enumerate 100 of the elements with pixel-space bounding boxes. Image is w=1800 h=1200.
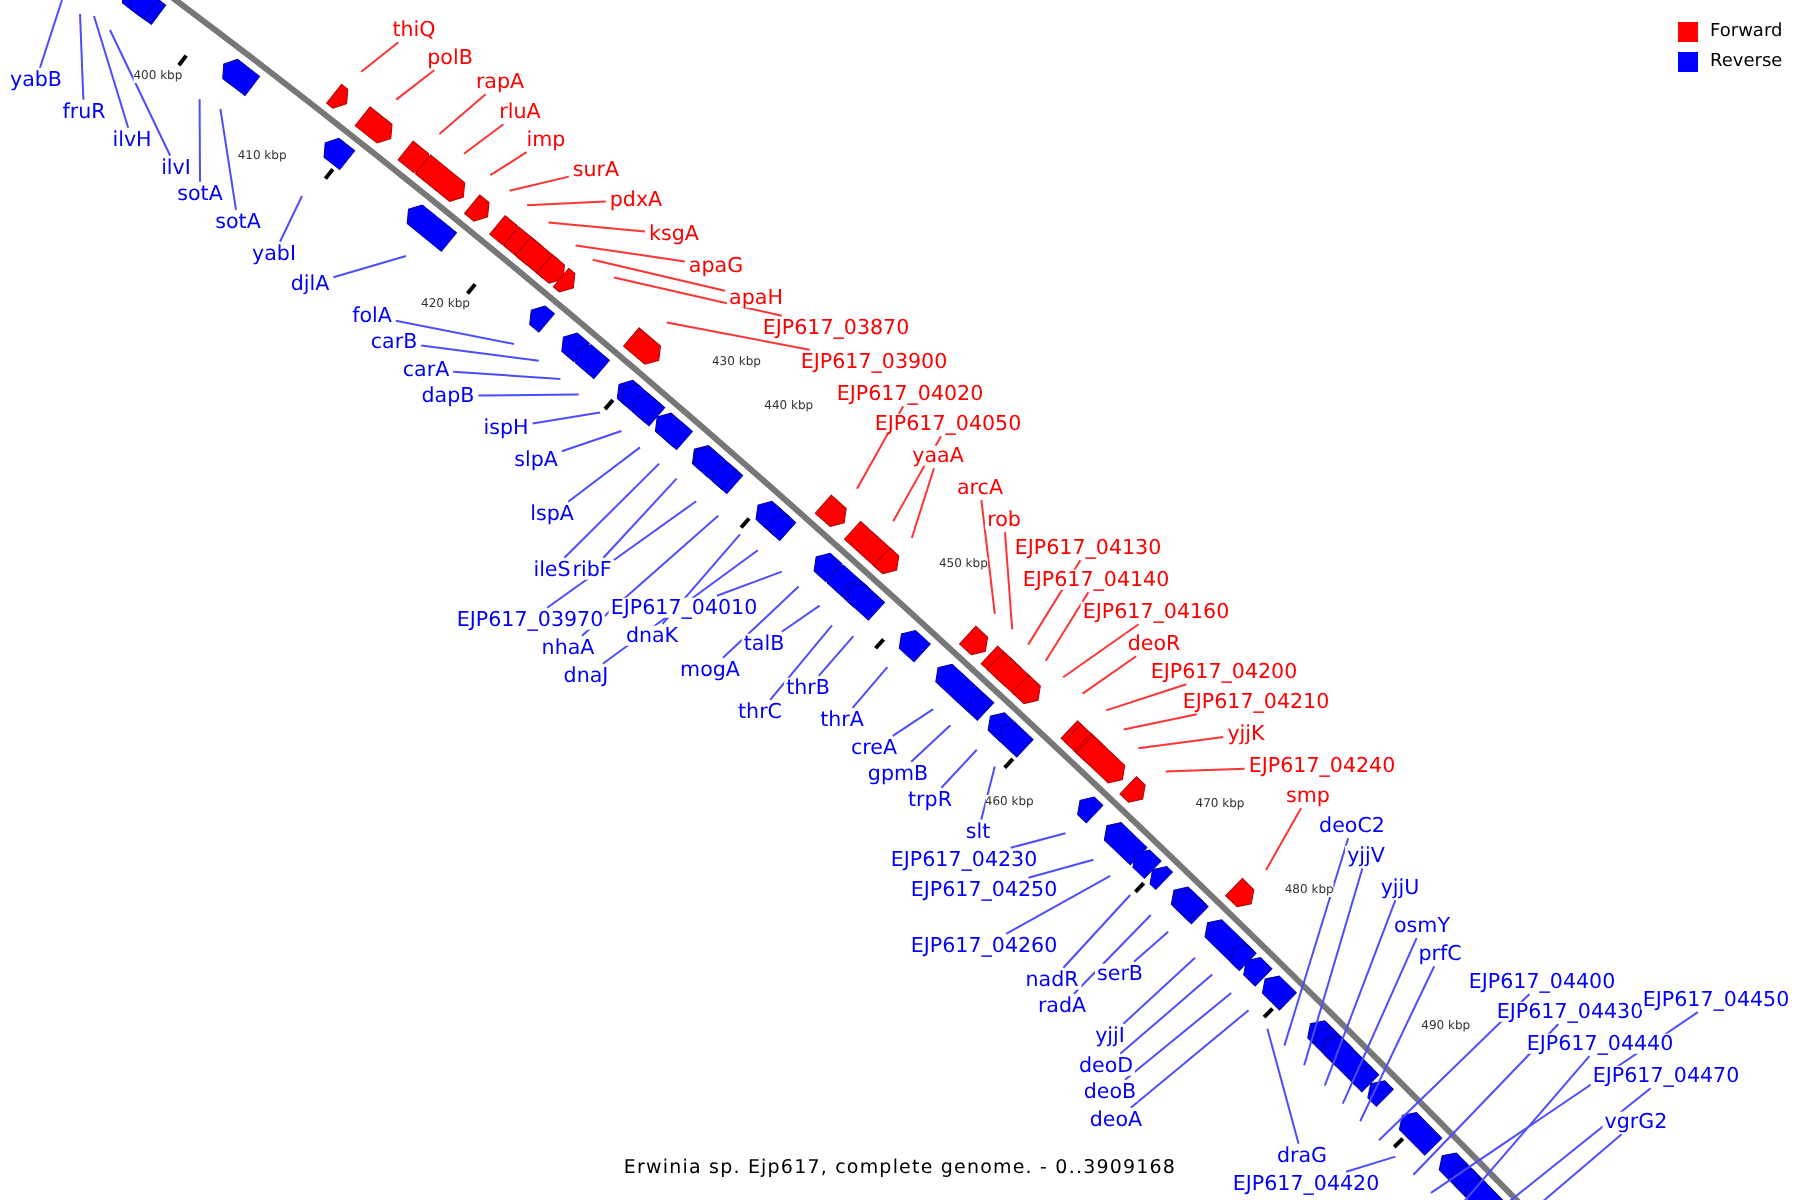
gene-label: deoA [1087,1109,1145,1131]
gene-label: EJP617_04050 [872,413,1024,435]
gene-label: slpA [512,449,560,471]
gene-label: yjjU [1378,877,1422,899]
leader-line [891,708,935,737]
leader-line [279,195,303,243]
gene-label: imp [524,129,568,151]
leader-line [602,477,678,559]
gene-label: surA [570,159,622,181]
leader-line [438,93,487,135]
gene-label: yjjI [1093,1025,1127,1047]
leader-line [769,624,833,701]
gene-label: EJP617_04430 [1494,1001,1646,1023]
gene-label: EJP617_04130 [1012,537,1164,559]
leader-line [452,370,562,380]
gene-label: EJP617_04210 [1180,691,1332,713]
gene-label: carA [400,359,452,381]
gene-label: ribF [570,559,614,581]
leader-line [489,151,528,177]
gene-label: folA [350,305,394,327]
gene-label: draG [1274,1145,1330,1167]
leader-line [1164,767,1246,773]
gene-label: osmY [1392,915,1452,937]
gene-label: ileS [531,559,573,581]
gene-label: serB [1095,963,1145,985]
gene-label: ispH [481,417,531,439]
leader-line [560,430,623,453]
legend-label: Forward [1710,22,1783,42]
gene-label: EJP617_04230 [888,849,1040,871]
leader-line [531,411,601,425]
leader-line [420,344,540,362]
leader-line [1378,993,1531,1142]
gene-label: deoC2 [1317,815,1387,837]
gene-label: EJP617_04020 [834,383,986,405]
gene-label: EJP617_04240 [1246,755,1398,777]
gene-label: EJP617_04440 [1524,1033,1676,1055]
gene-label: carB [368,331,420,353]
gene-label: talB [741,633,787,655]
gene-label: prfC [1416,943,1464,965]
leader-line [39,0,63,69]
leader-line [546,500,698,609]
gene-label: yjjK [1225,723,1267,745]
gene-label: fruR [60,101,108,123]
leader-line [1073,914,1152,995]
gene-label: ksgA [647,223,701,245]
leader-line [1124,992,1233,1081]
leader-line [1137,736,1225,750]
leader-line [1062,623,1140,679]
leader-line [613,276,783,317]
leader-line [394,319,515,345]
gene-label: mogA [678,659,742,681]
gene-label: yjjV [1345,845,1387,867]
gene-label: radA [1035,995,1089,1017]
leader-line [93,15,130,129]
gene-label: nhaA [539,637,597,659]
gene-label: slt [963,821,993,843]
leader-line [780,604,821,633]
gene-label: EJP617_03900 [798,351,950,373]
leader-line [1122,713,1198,731]
gene-label: EJP617_03870 [760,317,912,339]
gene-label: trpR [906,789,954,811]
leader-line [463,123,505,155]
gene-label: sotA [213,211,263,233]
leader-line [940,748,978,789]
gene-label: EJP617_04450 [1640,989,1792,1011]
gene-label: thrA [818,709,866,731]
gene-label: lspA [528,503,576,525]
leader-line [980,499,996,615]
gene-label: rapA [473,71,527,93]
leader-line [198,98,201,183]
leader-line [360,41,400,73]
leader-line [526,200,607,207]
leader-line [1283,837,1350,1047]
gene-label: EJP617_04160 [1080,601,1232,623]
leader-line [1027,858,1095,879]
leader-line [1341,937,1418,1105]
gene-label: thrB [784,677,832,699]
leader-line [910,467,935,539]
leader-line [1265,807,1302,871]
gene-label: ilvH [110,129,154,151]
leader-line [332,255,407,279]
leader-line [1004,531,1014,631]
gene-label: deoB [1081,1081,1139,1103]
leader-line [980,765,996,821]
leader-line [109,29,172,157]
gene-label: arcA [954,477,1006,499]
leader-line [395,69,436,101]
gene-label: EJP617_04010 [608,597,760,619]
leader-line [1119,973,1214,1055]
gene-label: smp [1284,785,1332,807]
gene-label: sotA [175,183,225,205]
caption: Erwinia sp. Ejp617, complete genome. - 0..3909168 [623,1157,1177,1179]
leader-line [574,244,686,263]
leader-line [1345,1155,1397,1173]
gene-label: yabI [250,243,298,265]
leader-line [817,635,855,677]
leader-line [563,462,661,559]
gene-label: deoD [1076,1055,1136,1077]
leader-line [1044,591,1090,662]
gene-label: EJP617_04470 [1590,1065,1742,1087]
